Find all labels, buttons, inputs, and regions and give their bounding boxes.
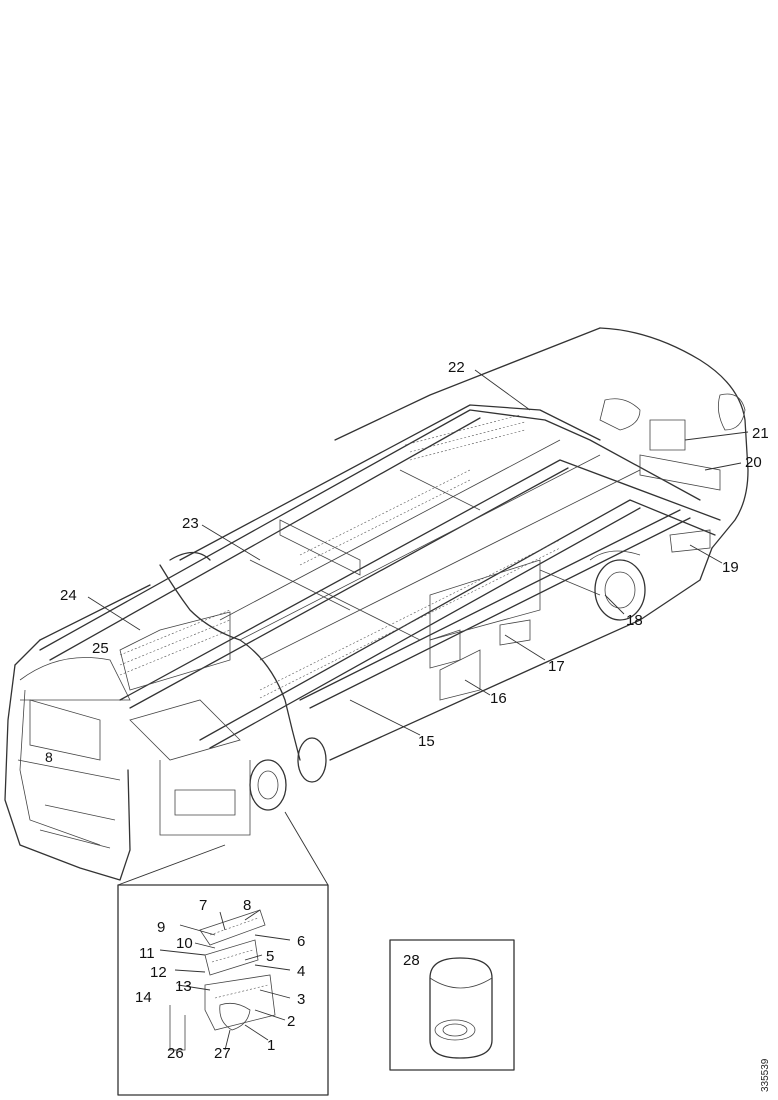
callout-28: 28 [403, 952, 420, 969]
callout-16: 16 [490, 690, 507, 707]
callout-26: 26 [167, 1045, 184, 1062]
detail-box-filter [389, 939, 515, 1071]
callout-2: 2 [287, 1013, 295, 1030]
callout-27: 27 [214, 1045, 231, 1062]
callout-15: 15 [418, 733, 435, 750]
callout-labels: 22 21 20 23 19 24 18 25 17 16 15 8 7 8 9… [45, 359, 769, 1062]
wheels [249, 550, 646, 811]
callout-3: 3 [297, 991, 305, 1008]
callout-4: 4 [297, 963, 305, 980]
callout-8-bus: 8 [45, 749, 53, 765]
callout-5: 5 [266, 948, 274, 965]
callout-20: 20 [745, 454, 762, 471]
bus-body-outline [4, 327, 749, 881]
leader-lines [87, 369, 749, 1051]
callout-7: 7 [199, 897, 207, 914]
callout-21: 21 [752, 425, 769, 442]
callout-12: 12 [150, 964, 167, 981]
callout-23: 23 [182, 515, 199, 532]
callout-1: 1 [267, 1037, 275, 1054]
callout-13: 13 [175, 978, 192, 995]
callout-14: 14 [135, 989, 152, 1006]
callout-17: 17 [548, 658, 565, 675]
callout-8: 8 [243, 897, 251, 914]
callout-9: 9 [157, 919, 165, 936]
callout-11: 11 [139, 945, 155, 962]
detail-box-battery [117, 811, 329, 1096]
callout-24: 24 [60, 587, 77, 604]
callout-18: 18 [626, 612, 643, 629]
callout-6: 6 [297, 933, 305, 950]
callout-10: 10 [176, 935, 193, 952]
figure-code: 335539 [760, 1058, 771, 1092]
chassis-rails [39, 393, 746, 836]
callout-22: 22 [448, 359, 465, 376]
callout-19: 19 [722, 559, 739, 576]
callout-25: 25 [92, 640, 109, 657]
